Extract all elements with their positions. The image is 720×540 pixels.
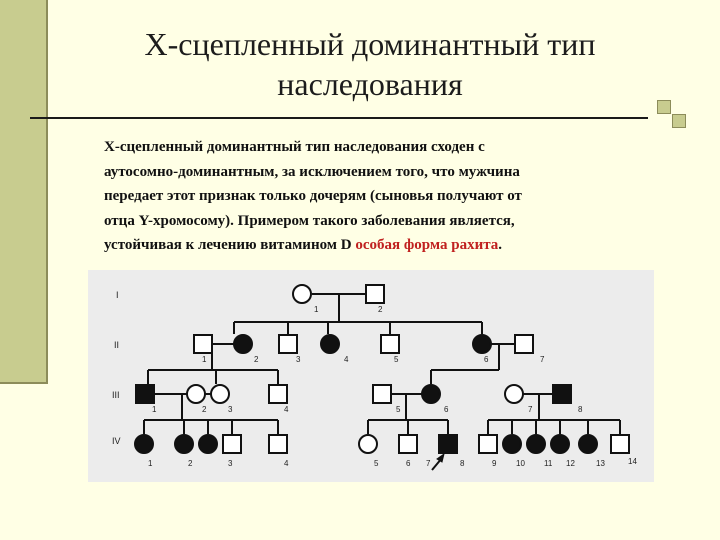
female-affected-symbol xyxy=(502,434,522,454)
individual-number: 4 xyxy=(284,405,289,414)
accent-sidebar-bottom xyxy=(0,382,48,384)
body-line-3: передает этот признак только дочерям (сы… xyxy=(104,188,522,204)
female-unaffected-symbol xyxy=(504,384,524,404)
male-unaffected-symbol xyxy=(380,334,400,354)
decor-square-2 xyxy=(672,114,686,128)
individual-number: 6 xyxy=(444,405,449,414)
disease-name-highlight: особая форма рахита xyxy=(355,237,499,253)
female-affected-symbol xyxy=(578,434,598,454)
accent-sidebar xyxy=(0,0,46,382)
individual-number: 3 xyxy=(228,459,233,468)
male-unaffected-symbol xyxy=(268,434,288,454)
generation-label-4: IV xyxy=(112,436,121,446)
male-unaffected-symbol xyxy=(193,334,213,354)
individual-number: 9 xyxy=(492,459,497,468)
male-unaffected-symbol xyxy=(398,434,418,454)
pedigree-diagram: I II III IV 1 2 1 2 3 4 5 xyxy=(88,270,654,482)
body-line-1: Х-сцепленный доминантный тип наследовани… xyxy=(104,139,485,155)
generation-labels: I II III IV xyxy=(112,290,121,446)
individual-number: 2 xyxy=(378,305,383,314)
male-affected-proband-symbol xyxy=(438,434,458,454)
accent-sidebar-edge xyxy=(46,0,48,384)
body-line-5-end: . xyxy=(498,237,503,253)
generation-1 xyxy=(292,284,385,304)
individual-number: 2 xyxy=(254,355,259,364)
individual-number: 4 xyxy=(284,459,289,468)
individual-number: 3 xyxy=(228,405,233,414)
individual-number: 13 xyxy=(596,459,605,468)
male-unaffected-symbol xyxy=(610,434,630,454)
title-divider xyxy=(30,117,648,119)
body-line-2: аутосомно-доминантным, за исключением то… xyxy=(104,163,520,180)
female-unaffected-symbol xyxy=(292,284,312,304)
male-unaffected-symbol xyxy=(478,434,498,454)
individual-number: 7 xyxy=(426,459,431,468)
male-affected-symbol xyxy=(135,384,155,404)
body-line-5-start: устойчивая к лечению витамином D xyxy=(104,237,356,253)
decor-square-1 xyxy=(657,100,671,114)
proband-arrow-icon xyxy=(431,452,445,471)
individual-number: 8 xyxy=(460,459,465,468)
female-affected-symbol xyxy=(421,384,441,404)
individual-number: 8 xyxy=(578,405,583,414)
gen4-numbers: 1 2 3 4 5 6 7 8 9 10 11 12 13 14 xyxy=(148,457,637,468)
individual-number: 3 xyxy=(296,355,301,364)
individual-number: 12 xyxy=(566,459,575,468)
female-unaffected-symbol xyxy=(186,384,206,404)
individual-number: 6 xyxy=(484,355,489,364)
body-line-4: отца Y-хромосому). Примером такого забол… xyxy=(104,212,515,229)
generation-2 xyxy=(193,334,534,354)
female-affected-symbol xyxy=(198,434,218,454)
individual-number: 10 xyxy=(516,459,525,468)
individual-number: 5 xyxy=(394,355,399,364)
individual-number: 7 xyxy=(528,405,533,414)
generation-3 xyxy=(135,384,572,404)
male-unaffected-symbol xyxy=(268,384,288,404)
generation-label-1: I xyxy=(116,290,119,300)
individual-number: 5 xyxy=(374,459,379,468)
individual-number: 5 xyxy=(396,405,401,414)
slide-body: Х-сцепленный доминантный тип наследовани… xyxy=(104,135,684,258)
individual-number: 1 xyxy=(148,459,153,468)
individual-number: 4 xyxy=(344,355,349,364)
male-unaffected-symbol xyxy=(372,384,392,404)
individual-number: 7 xyxy=(540,355,545,364)
male-unaffected-symbol xyxy=(278,334,298,354)
male-unaffected-symbol xyxy=(222,434,242,454)
female-unaffected-symbol xyxy=(210,384,230,404)
male-unaffected-symbol xyxy=(514,334,534,354)
female-affected-symbol xyxy=(233,334,253,354)
gen1-numbers: 1 2 xyxy=(314,305,383,314)
gen2-numbers: 1 2 3 4 5 6 7 xyxy=(202,355,545,364)
individual-number: 1 xyxy=(152,405,157,414)
body-line-5: устойчивая к лечению витамином D особая … xyxy=(104,233,684,258)
generation-label-2: II xyxy=(114,340,119,350)
female-unaffected-symbol xyxy=(358,434,378,454)
female-affected-symbol xyxy=(320,334,340,354)
individual-number: 1 xyxy=(314,305,319,314)
male-unaffected-symbol xyxy=(365,284,385,304)
gen3-numbers: 1 2 3 4 5 6 7 8 xyxy=(152,405,583,414)
generation-4 xyxy=(134,434,630,454)
generation-label-3: III xyxy=(112,390,120,400)
individual-number: 2 xyxy=(188,459,193,468)
individual-number: 11 xyxy=(544,459,553,468)
male-affected-symbol xyxy=(552,384,572,404)
individual-number: 1 xyxy=(202,355,207,364)
pedigree-svg: I II III IV 1 2 1 2 3 4 5 xyxy=(112,284,637,471)
female-affected-symbol xyxy=(134,434,154,454)
female-affected-symbol xyxy=(472,334,492,354)
individual-number: 6 xyxy=(406,459,411,468)
individual-number: 2 xyxy=(202,405,207,414)
title-line-1: Х-сцепленный доминантный тип xyxy=(144,26,596,62)
individual-number: 14 xyxy=(628,457,637,466)
slide-title: Х-сцепленный доминантный тип наследовани… xyxy=(60,24,680,104)
pedigree-lines xyxy=(143,293,621,434)
female-affected-symbol xyxy=(174,434,194,454)
female-affected-symbol xyxy=(550,434,570,454)
title-line-2: наследования xyxy=(277,66,463,102)
female-affected-symbol xyxy=(526,434,546,454)
